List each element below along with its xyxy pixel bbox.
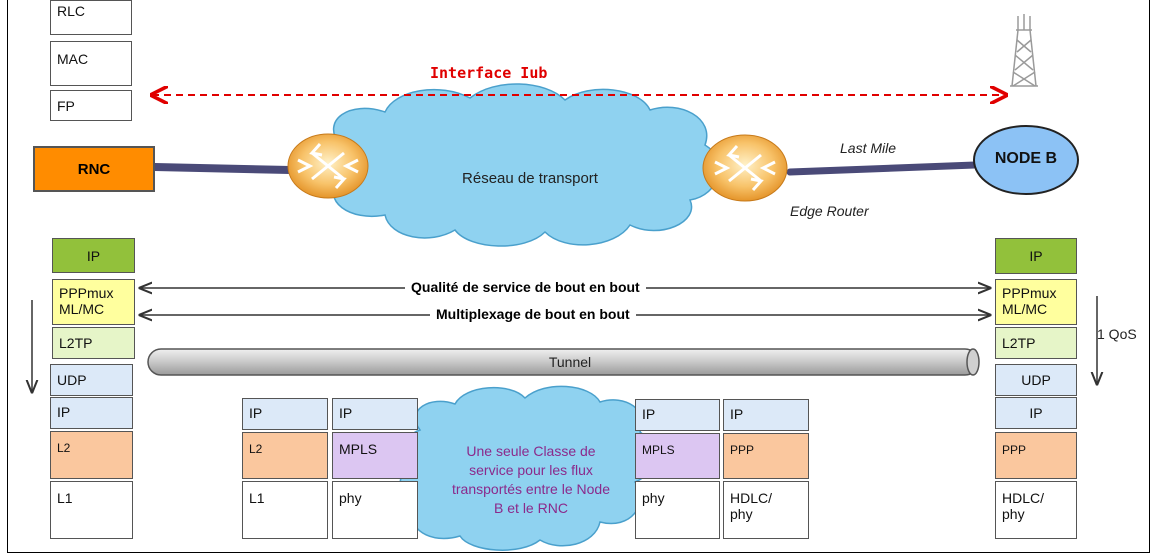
left-stack-udp: UDP (50, 364, 133, 396)
mid-left-a-l1: L1 (242, 481, 328, 539)
link-rnc-router (151, 163, 294, 174)
nodeb-label: NODE B (994, 150, 1058, 167)
left-stack-pppmux: PPPmux ML/MC (52, 279, 135, 325)
mid-right-a-ip: IP (635, 399, 720, 431)
one-qos-label: 1 QoS (1097, 326, 1137, 342)
mid-right-a-mpls: MPLS (635, 433, 720, 479)
diagram-frame (7, 0, 1150, 553)
edge-router-label: Edge Router (790, 203, 869, 219)
stack-fp: FP (50, 90, 132, 121)
right-stack-l2tp: L2TP (995, 327, 1077, 359)
router-icon (287, 133, 369, 199)
mid-right-a-phy: phy (635, 481, 720, 539)
mid-right-b-hdlc: HDLC/ phy (723, 481, 809, 539)
stack-rlc: RLC (50, 0, 132, 35)
mid-left-b-mpls: MPLS (332, 432, 418, 479)
nodeb-shape (973, 125, 1079, 195)
mid-left-b-ip: IP (332, 398, 418, 430)
qos-label: Qualité de service de bout en bout (405, 279, 646, 295)
mid-left-a-l2: L2 (242, 432, 328, 479)
mux-label: Multiplexage de bout en bout (430, 306, 636, 322)
rnc-node: RNC (33, 146, 155, 192)
tunnel-label: Tunnel (548, 354, 592, 370)
mid-left-b-phy: phy (332, 481, 418, 539)
tunnel-pipe (147, 348, 980, 376)
left-stack-ip: IP (50, 397, 133, 429)
last-mile-label: Last Mile (840, 140, 897, 156)
mid-left-a-ip: IP (242, 398, 328, 430)
transport-network-label: Réseau de transport (462, 170, 598, 187)
antenna-tower-icon (1010, 14, 1038, 87)
right-stack-udp: UDP (995, 364, 1077, 396)
link-router-nodeb (786, 161, 979, 176)
router-icon (702, 134, 788, 202)
right-stack-ip-top: IP (995, 238, 1077, 274)
left-stack-l2: L2 (50, 431, 133, 479)
right-stack-hdlc: HDLC/ phy (995, 481, 1077, 539)
left-stack-l1: L1 (50, 481, 133, 539)
mid-right-b-ppp: PPP (723, 433, 809, 479)
stack-mac: MAC (50, 41, 132, 86)
mid-right-b-ip: IP (723, 399, 809, 431)
right-stack-ppp: PPP (995, 432, 1077, 479)
right-stack-pppmux: PPPmux ML/MC (995, 279, 1077, 325)
cloud-note-text: Une seule Classe de service pour les flu… (452, 443, 610, 516)
interface-iub-label: Interface Iub (430, 64, 548, 82)
transport-cloud (323, 83, 720, 247)
left-stack-ip-top: IP (52, 238, 135, 273)
left-stack-l2tp: L2TP (52, 327, 135, 359)
right-stack-ip: IP (995, 397, 1077, 429)
